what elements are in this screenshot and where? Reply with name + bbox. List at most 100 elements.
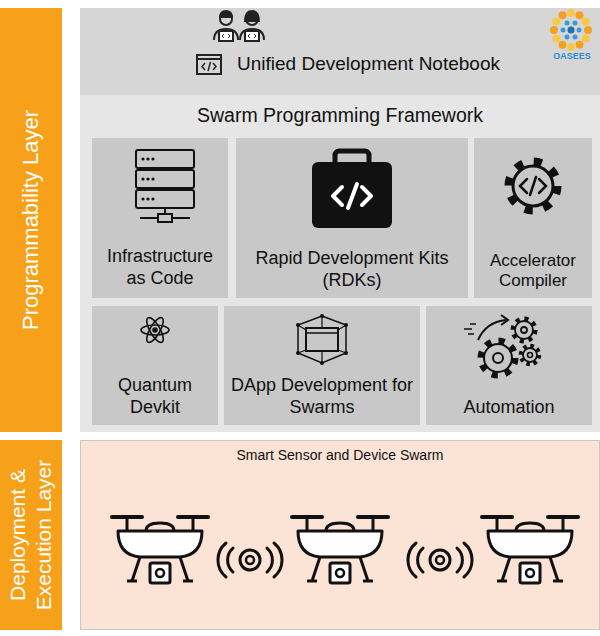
oasees-logo-part bbox=[561, 28, 566, 33]
atom-icon-part bbox=[144, 315, 167, 344]
oasees-logo-part bbox=[573, 21, 578, 26]
oasees-logo-part bbox=[552, 18, 560, 26]
developer-icons-part bbox=[222, 34, 230, 38]
dapp-icon-part-part bbox=[344, 323, 348, 327]
server-icon-part-part bbox=[151, 157, 154, 160]
briefcase-icon-part bbox=[335, 151, 369, 163]
node-label: Swarm Programming Framework bbox=[80, 104, 600, 128]
node-label: DApp Development for Swarms bbox=[230, 375, 414, 419]
developer-icons-part bbox=[220, 11, 232, 18]
node-label: Unified Development Notebook bbox=[237, 52, 500, 75]
server-icon-part bbox=[141, 157, 154, 200]
automation-icon-part bbox=[484, 344, 512, 372]
atom-icon bbox=[141, 315, 169, 344]
node-label: Accelerator Compiler bbox=[477, 251, 589, 292]
atom-icon-part bbox=[144, 315, 167, 344]
notebook-icon bbox=[197, 55, 221, 74]
automation-icon-part bbox=[515, 321, 533, 339]
server-icon-part bbox=[140, 217, 158, 219]
developer-icons-part bbox=[248, 34, 256, 38]
oasees-logo-part bbox=[567, 9, 575, 17]
developer-icons-part bbox=[214, 29, 238, 40]
node-label: Rapid Development Kits (RDKs) bbox=[242, 248, 462, 292]
gear-icon-part bbox=[520, 177, 546, 195]
oasees-logo-part bbox=[550, 26, 558, 34]
oasees-logo-part bbox=[576, 11, 584, 19]
oasees-logo-part bbox=[584, 26, 592, 34]
dapp-icon-part-part bbox=[344, 351, 348, 355]
dapp-icon-part bbox=[306, 328, 338, 351]
notebook-icon-part bbox=[197, 58, 221, 60]
server-icon-part-part bbox=[141, 177, 144, 180]
gear-icon bbox=[509, 162, 557, 210]
server-icon-part-part bbox=[141, 197, 144, 200]
component-box: Accelerator Compiler bbox=[474, 138, 592, 298]
dapp-icon-part bbox=[298, 316, 346, 363]
dapp-icon-part bbox=[296, 314, 348, 365]
component-box: Quantum Devkit bbox=[92, 306, 218, 425]
dapp-icon-part-part bbox=[320, 361, 324, 365]
component-box: Infrastructure as Code bbox=[92, 138, 228, 298]
notebook-icon-part bbox=[197, 55, 221, 74]
briefcase-icon-part bbox=[312, 162, 392, 228]
oasees-logo bbox=[550, 9, 592, 51]
oasees-logo-part bbox=[559, 41, 567, 49]
automation-icon bbox=[464, 315, 539, 375]
node-label: Infrastructure as Code bbox=[96, 246, 224, 290]
automation-icon-part bbox=[521, 327, 527, 333]
automation-icon-part bbox=[501, 315, 508, 325]
developer-icons-part bbox=[245, 31, 259, 41]
oasees-logo-part bbox=[559, 11, 567, 19]
component-box: Automation bbox=[426, 306, 592, 425]
automation-icon-part bbox=[481, 341, 515, 375]
atom-icon-part bbox=[141, 325, 169, 335]
server-icon-part bbox=[136, 190, 194, 208]
drone bbox=[112, 517, 208, 583]
logo-wordmark: OASEES bbox=[553, 51, 591, 61]
signal bbox=[218, 543, 282, 577]
briefcase-icon-part bbox=[333, 184, 371, 208]
oasees-logo-part bbox=[582, 35, 590, 43]
developer-icons bbox=[214, 11, 264, 41]
automation-icon-part bbox=[513, 319, 535, 341]
node-label: Automation bbox=[430, 397, 588, 419]
layer-label: Deployment & Execution Layer bbox=[5, 447, 56, 623]
oasees-logo-part bbox=[582, 18, 590, 26]
gear-icon-part bbox=[513, 166, 553, 206]
dapp-icon-part bbox=[306, 332, 338, 334]
developer-icons-part bbox=[245, 11, 259, 22]
dapp-icon-part bbox=[298, 316, 346, 363]
drone bbox=[292, 517, 388, 583]
server-icon-part-part bbox=[151, 197, 154, 200]
server-icon-part bbox=[136, 150, 194, 168]
component-box: Rapid Development Kits (RDKs) bbox=[236, 138, 468, 298]
server-icon-part bbox=[172, 217, 190, 219]
automation-icon-part bbox=[493, 353, 503, 363]
server-icon-part-part bbox=[146, 197, 149, 200]
server-icon-part-part bbox=[146, 157, 149, 160]
node-label: Smart Sensor and Device Swarm bbox=[81, 447, 599, 464]
oasees-logo-part bbox=[577, 28, 582, 33]
component-box: DApp Development for Swarms bbox=[224, 306, 420, 425]
programmability-panel: Infrastructure as Code Rapid Development … bbox=[80, 8, 600, 432]
swarm-panel: Smart Sensor and Device Swarm bbox=[80, 440, 600, 630]
layer-band: Deployment & Execution Layer bbox=[0, 440, 62, 630]
server-icon-part-part bbox=[141, 157, 144, 160]
developer-icons-part bbox=[220, 13, 232, 25]
dapp-icon-part-part bbox=[296, 323, 300, 327]
notebook-icon-part bbox=[202, 62, 216, 71]
automation-icon-part bbox=[521, 346, 539, 364]
developer-icons-part bbox=[240, 29, 264, 40]
oasees-logo-part bbox=[567, 43, 575, 51]
dapp-icon-part-part bbox=[320, 314, 324, 318]
developer-icons-part bbox=[246, 13, 258, 25]
automation-icon-part bbox=[528, 353, 533, 358]
oasees-logo-part bbox=[565, 21, 570, 26]
automation-icon-part bbox=[523, 348, 537, 362]
briefcase-icon bbox=[312, 151, 392, 228]
oasees-logo-part bbox=[568, 27, 575, 34]
oasees-logo-part bbox=[576, 41, 584, 49]
